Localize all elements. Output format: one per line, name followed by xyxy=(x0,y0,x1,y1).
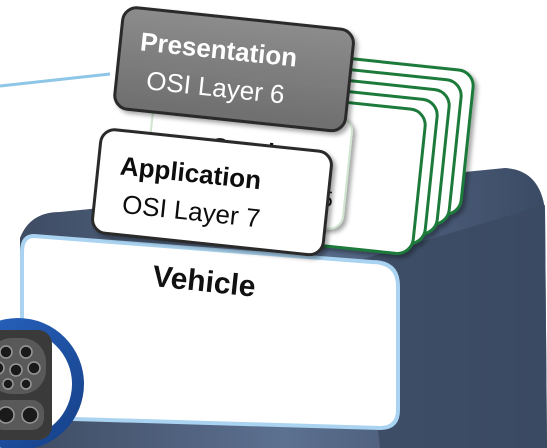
application-layer-card: Application OSI Layer 7 xyxy=(91,128,333,257)
connector-line xyxy=(0,72,111,88)
ev-charging-connector-icon xyxy=(0,318,84,448)
presentation-layer-card: Presentation OSI Layer 6 xyxy=(113,6,355,133)
